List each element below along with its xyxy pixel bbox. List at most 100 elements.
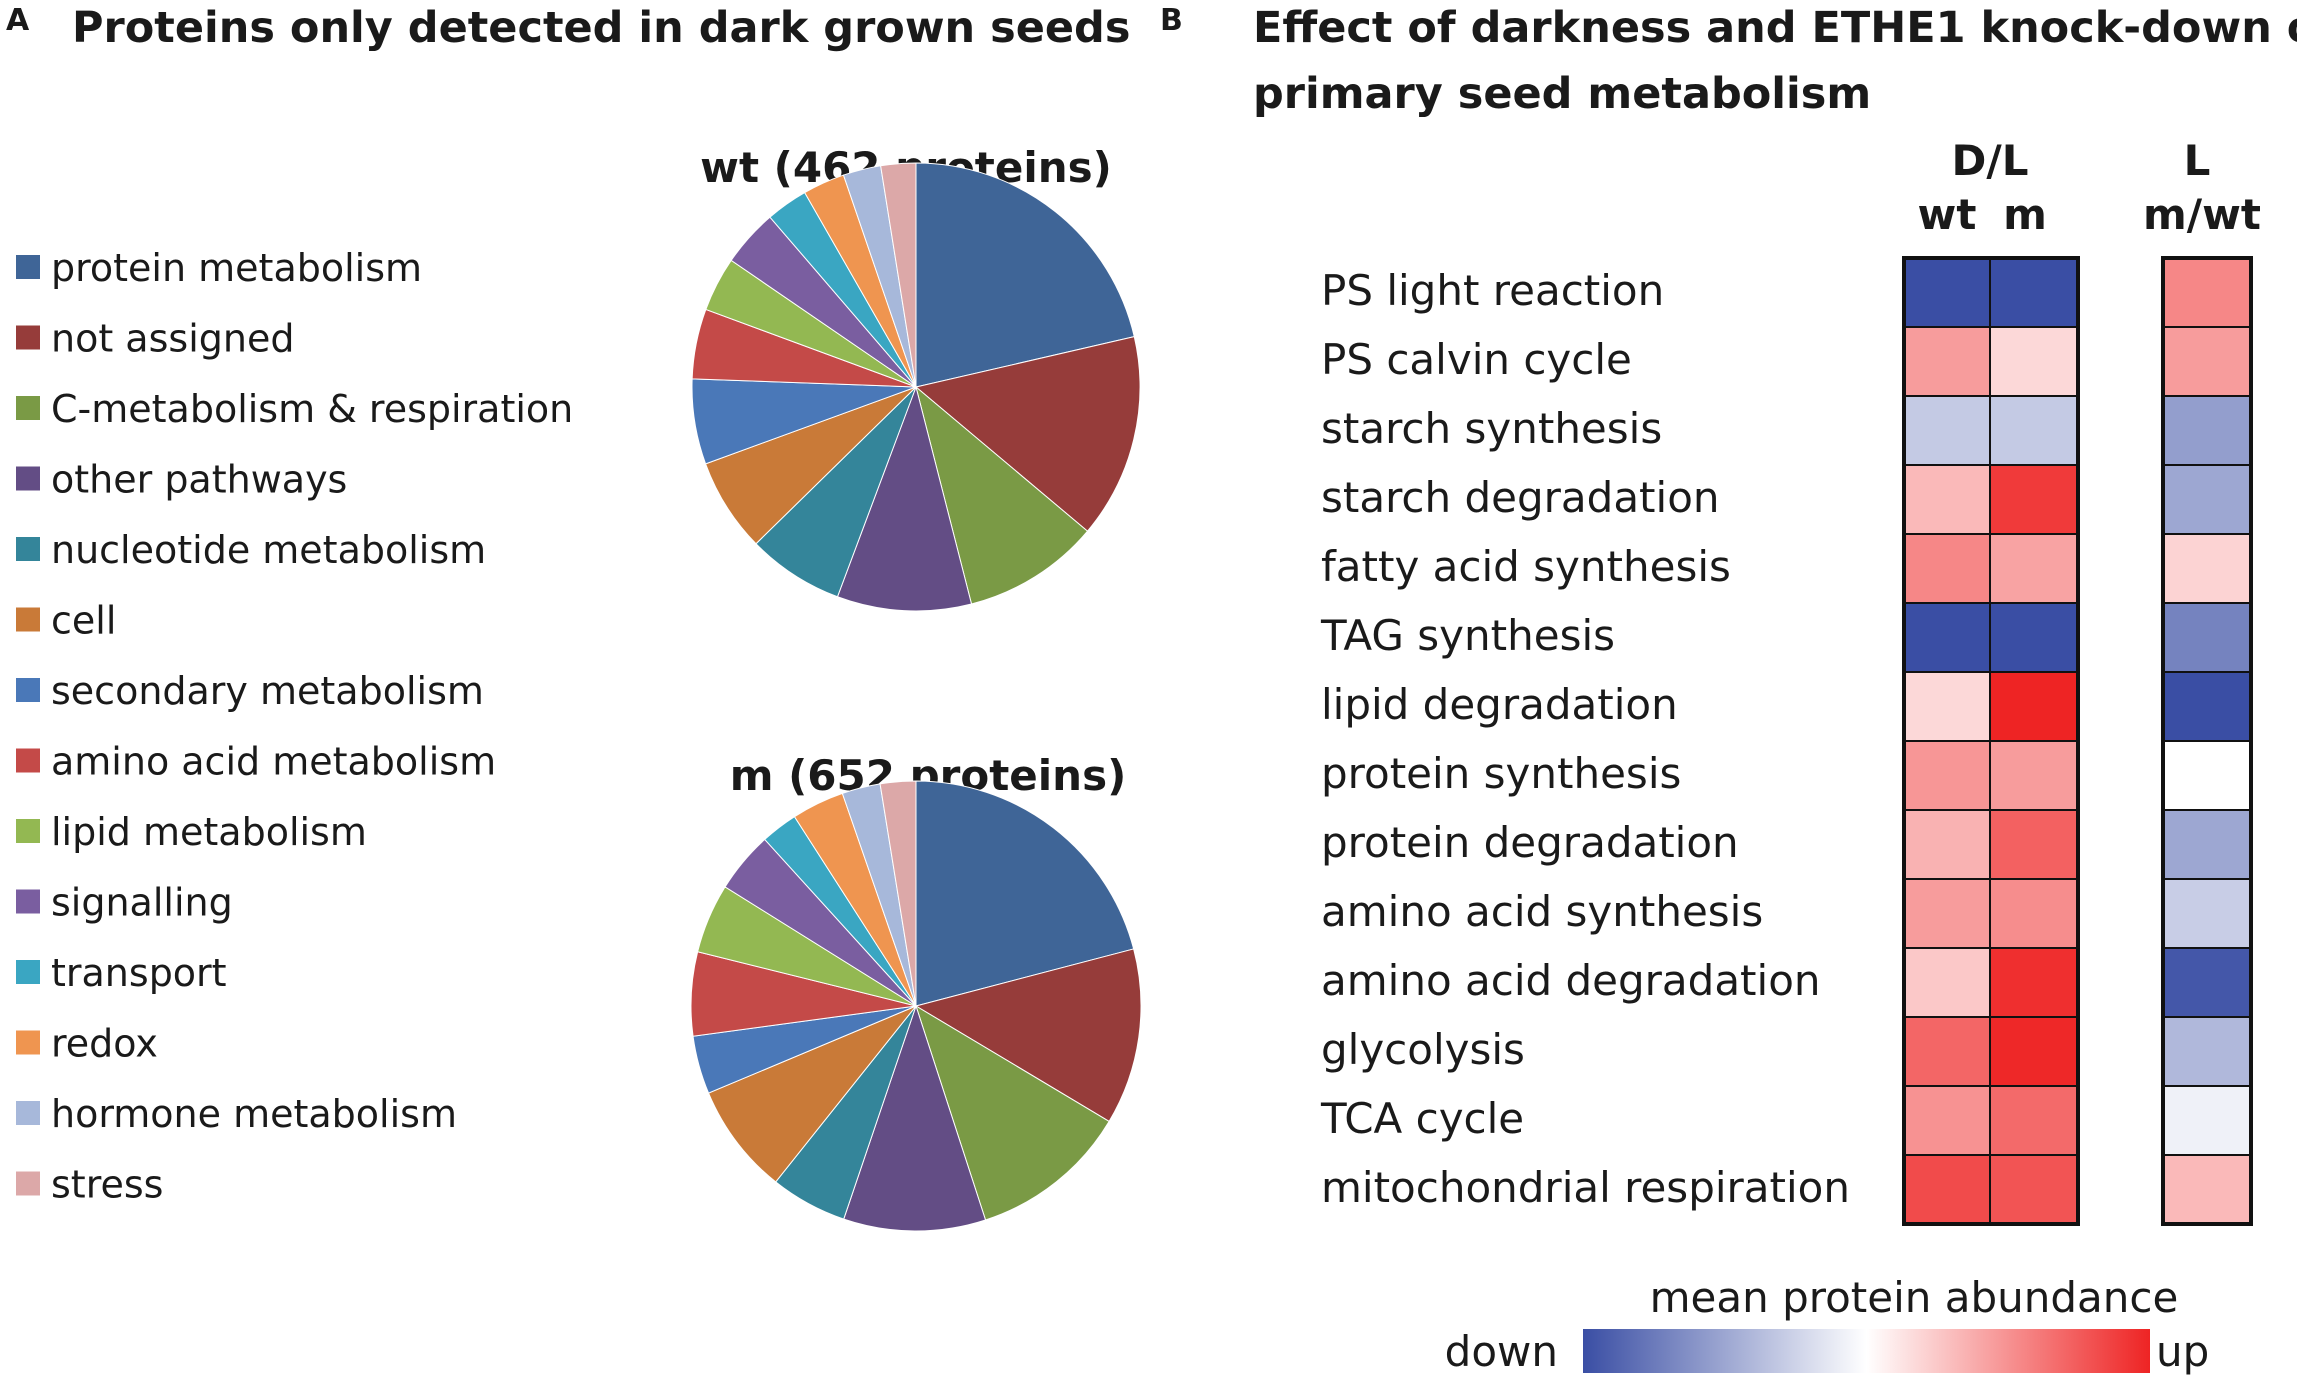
heatmap-row-label-fatty-acid-synthesis: fatty acid synthesis xyxy=(1321,542,1731,591)
heatmap-cell-protein-degradation-d-l-wt xyxy=(1903,809,1991,880)
heatmap-frame-d-l xyxy=(1902,256,2080,1226)
colorbar xyxy=(1583,1329,2150,1373)
pie-wt-slice-other-pathways xyxy=(836,385,973,612)
panel-a-letter: A xyxy=(6,3,30,38)
heatmap-row-label-mitochondrial-respiration: mitochondrial respiration xyxy=(1321,1163,1850,1212)
legend-label-redox: redox xyxy=(51,1022,158,1066)
colorbar-high-label: up xyxy=(2156,1327,2209,1376)
panel-a-title: Proteins only detected in dark grown see… xyxy=(72,3,1130,53)
panel-b-letter: B xyxy=(1160,3,1183,38)
legend-label-protein-metabolism: protein metabolism xyxy=(51,246,422,290)
legend-swatch-cell xyxy=(16,607,40,632)
heatmap-cell-starch-synthesis-l-m-wt xyxy=(2162,395,2252,466)
heatmap-cell-amino-acid-synthesis-d-l-wt xyxy=(1903,878,1991,949)
legend-swatch-signalling xyxy=(16,889,40,914)
heatmap-cell-protein-synthesis-l-m-wt xyxy=(2162,740,2252,811)
pie-m-slice-cell xyxy=(707,1005,917,1183)
legend-swatch-not-assigned xyxy=(16,325,40,350)
heatmap-cell-mitochondrial-respiration-d-l-wt xyxy=(1903,1154,1991,1225)
heatmap-cell-ps-light-reaction-d-l-wt xyxy=(1903,257,1991,328)
heatmap-row-label-ps-calvin-cycle: PS calvin cycle xyxy=(1321,335,1632,384)
heatmap-col-wt: wt xyxy=(1918,190,1977,239)
heatmap-cell-tca-cycle-l-m-wt xyxy=(2162,1085,2252,1156)
heatmap-row-label-starch-degradation: starch degradation xyxy=(1321,473,1720,522)
legend-swatch-hormone-metabolism xyxy=(16,1101,40,1125)
heatmap-cell-lipid-degradation-d-l-m xyxy=(1989,671,2079,742)
legend-label-lipid-metabolism: lipid metabolism xyxy=(51,810,367,854)
heatmap-cell-starch-synthesis-d-l-m xyxy=(1989,395,2079,466)
heatmap-cell-mitochondrial-respiration-l-m-wt xyxy=(2162,1154,2252,1225)
panel-b-title-line1: Effect of darkness and ETHE1 knock-down … xyxy=(1253,3,2297,53)
heatmap-row-label-protein-synthesis: protein synthesis xyxy=(1321,749,1681,798)
heatmap-cell-fatty-acid-synthesis-l-m-wt xyxy=(2162,533,2252,604)
heatmap-cell-ps-light-reaction-l-m-wt xyxy=(2162,257,2252,328)
heatmap-cell-ps-light-reaction-d-l-m xyxy=(1989,257,2079,328)
pie-m-slice-protein-metabolism xyxy=(915,780,1135,1007)
heatmap-cell-amino-acid-degradation-l-m-wt xyxy=(2162,947,2252,1018)
legend-label-hormone-metabolism: hormone metabolism xyxy=(51,1092,457,1136)
legend-swatch-c-metabolism-and-respiration xyxy=(16,396,40,420)
pie-m-slice-stress xyxy=(879,780,917,1007)
legend-swatch-secondary-metabolism xyxy=(16,678,40,702)
heatmap-row-label-tca-cycle: TCA cycle xyxy=(1320,1094,1524,1143)
heatmap-row-label-lipid-degradation: lipid degradation xyxy=(1321,680,1678,729)
legend-swatch-amino-acid-metabolism xyxy=(16,748,40,773)
legend-label-signalling: signalling xyxy=(51,881,233,925)
heatmap-cell-tag-synthesis-d-l-m xyxy=(1989,602,2079,673)
legend-label-stress: stress xyxy=(51,1163,163,1207)
heatmap-row-label-ps-light-reaction: PS light reaction xyxy=(1321,266,1664,315)
legend-label-nucleotide-metabolism: nucleotide metabolism xyxy=(51,528,486,572)
heatmap-cell-starch-degradation-d-l-m xyxy=(1989,464,2079,535)
legend-label-c-metabolism-and-respiration: C-metabolism & respiration xyxy=(51,387,573,431)
pie-chart-m xyxy=(690,780,1142,1232)
legend-label-other-pathways: other pathways xyxy=(51,458,347,502)
pie-m-slice-c-metabolism-and-respiration xyxy=(915,1004,1110,1221)
heatmap-cell-glycolysis-l-m-wt xyxy=(2162,1016,2252,1087)
heatmap-cell-tca-cycle-d-l-m xyxy=(1989,1085,2079,1156)
legend-swatch-other-pathways xyxy=(16,466,40,491)
pie-wt-slice-not-assigned xyxy=(914,336,1141,532)
pie-m-slice-not-assigned xyxy=(914,948,1142,1123)
heatmap-col-m-wt: m/wt xyxy=(2143,190,2261,239)
legend-swatch-lipid-metabolism xyxy=(16,819,40,843)
pie-wt-slice-protein-metabolism xyxy=(915,162,1135,388)
heatmap-cell-starch-synthesis-d-l-wt xyxy=(1903,395,1991,466)
heatmap-cell-protein-degradation-l-m-wt xyxy=(2162,809,2252,880)
heatmap-group2-header: L xyxy=(2184,136,2211,185)
legend-swatch-protein-metabolism xyxy=(16,255,40,279)
heatmap-cell-lipid-degradation-d-l-wt xyxy=(1903,671,1991,742)
heatmap-col-m: m xyxy=(2003,190,2047,239)
legend-label-cell: cell xyxy=(51,599,116,643)
heatmap-group1-header: D/L xyxy=(1952,136,2029,185)
heatmap-cell-amino-acid-synthesis-d-l-m xyxy=(1989,878,2079,949)
heatmap-cell-protein-synthesis-d-l-m xyxy=(1989,740,2079,811)
heatmap-row-label-amino-acid-synthesis: amino acid synthesis xyxy=(1321,887,1763,936)
legend-swatch-transport xyxy=(16,960,40,984)
heatmap-cell-fatty-acid-synthesis-d-l-m xyxy=(1989,533,2079,604)
legend-swatch-redox xyxy=(16,1030,40,1055)
legend-label-transport: transport xyxy=(51,951,227,995)
legend-label-secondary-metabolism: secondary metabolism xyxy=(51,669,484,713)
heatmap-cell-tag-synthesis-d-l-wt xyxy=(1903,602,1991,673)
heatmap-row-label-starch-synthesis: starch synthesis xyxy=(1321,404,1662,453)
pie-wt-slice-stress xyxy=(880,162,917,388)
heatmap-cell-tag-synthesis-l-m-wt xyxy=(2162,602,2252,673)
pie-wt-slice-c-metabolism-and-respiration xyxy=(915,385,1089,605)
heatmap: PS light reaction PS calvin cycle starch s… xyxy=(1320,256,2253,1226)
legend-label-amino-acid-metabolism: amino acid metabolism xyxy=(51,740,496,784)
heatmap-cell-ps-calvin-cycle-l-m-wt xyxy=(2162,326,2252,397)
heatmap-row-label-protein-degradation: protein degradation xyxy=(1321,818,1739,867)
heatmap-cell-lipid-degradation-l-m-wt xyxy=(2162,671,2252,742)
legend-swatch-nucleotide-metabolism xyxy=(16,537,40,561)
pie-m-slice-other-pathways xyxy=(843,1004,987,1232)
heatmap-row-label-amino-acid-degradation: amino acid degradation xyxy=(1321,956,1821,1005)
heatmap-row-label-tag-synthesis: TAG synthesis xyxy=(1320,611,1615,660)
heatmap-cell-protein-synthesis-d-l-wt xyxy=(1903,740,1991,811)
panel-b-title-line2: primary seed metabolism xyxy=(1253,69,1871,119)
colorbar-title: mean protein abundance xyxy=(1650,1273,2179,1322)
heatmap-cell-ps-calvin-cycle-d-l-m xyxy=(1989,326,2079,397)
heatmap-cell-glycolysis-d-l-wt xyxy=(1903,1016,1991,1087)
heatmap-cell-glycolysis-d-l-m xyxy=(1989,1016,2079,1087)
